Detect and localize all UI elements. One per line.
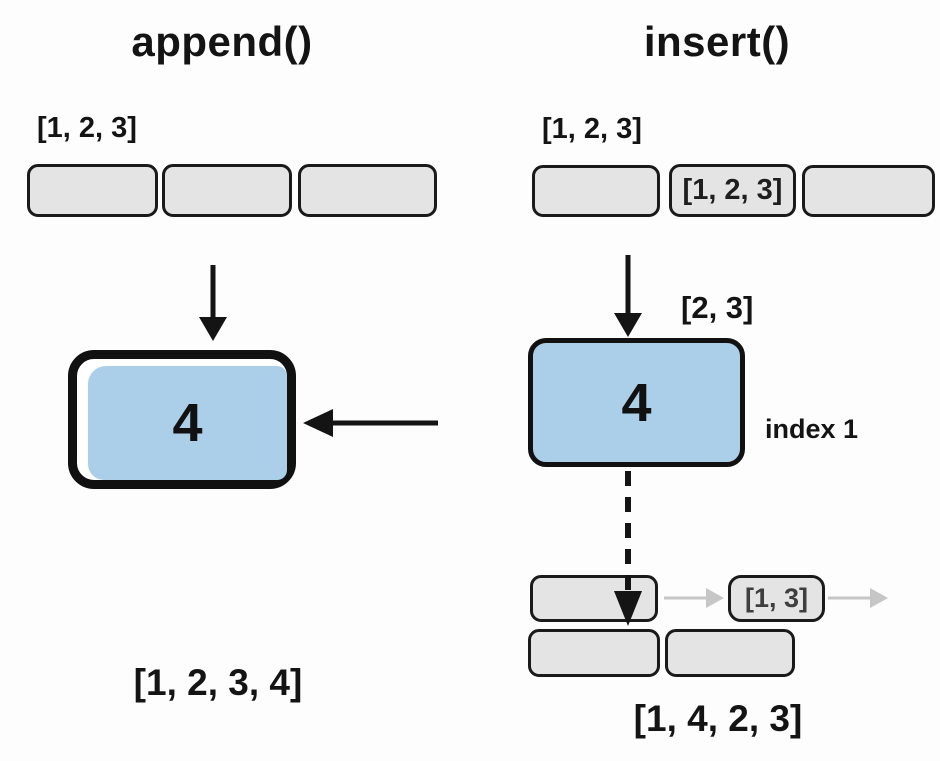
insert-down-arrow-icon [614,255,642,337]
append-left-arrow-icon [303,409,438,437]
insert-value-box: 4 [528,338,745,467]
append-down-arrow-icon [199,265,227,341]
append-input-list-label: [1, 2, 3] [37,112,137,144]
shift-right-arrow-icon-1 [664,588,724,608]
insert-value: 4 [621,372,652,433]
insert-title: insert() [643,18,791,65]
append-value: 4 [172,393,203,453]
append-value-box-fill: 4 [88,366,287,480]
insert-tail-label: [2, 3] [681,290,754,325]
insert-list-cell-2: [1, 2, 3] [669,164,796,217]
append-result-label: [1, 2, 3, 4] [133,662,303,703]
append-list-cell-3 [298,164,437,217]
append-title: append() [131,18,313,65]
insert-index-label: index 1 [765,414,859,444]
append-list-cell-1 [27,164,158,217]
insert-list-cell-3 [802,165,935,217]
shift-right-arrow-icon-2 [828,588,888,608]
append-list-cell-2 [162,164,292,217]
insert-dashed-arrow-icon [614,471,642,626]
insert-shifted-cell: [1, 3] [728,575,825,622]
insert-result-cell-2 [665,629,795,677]
insert-result-cell-1 [528,629,660,677]
insert-input-list-label: [1, 2, 3] [542,113,642,145]
insert-result-label: [1, 4, 2, 3] [633,698,803,739]
append-value-box: 4 [68,350,296,489]
insert-list-cell-1 [532,165,660,217]
